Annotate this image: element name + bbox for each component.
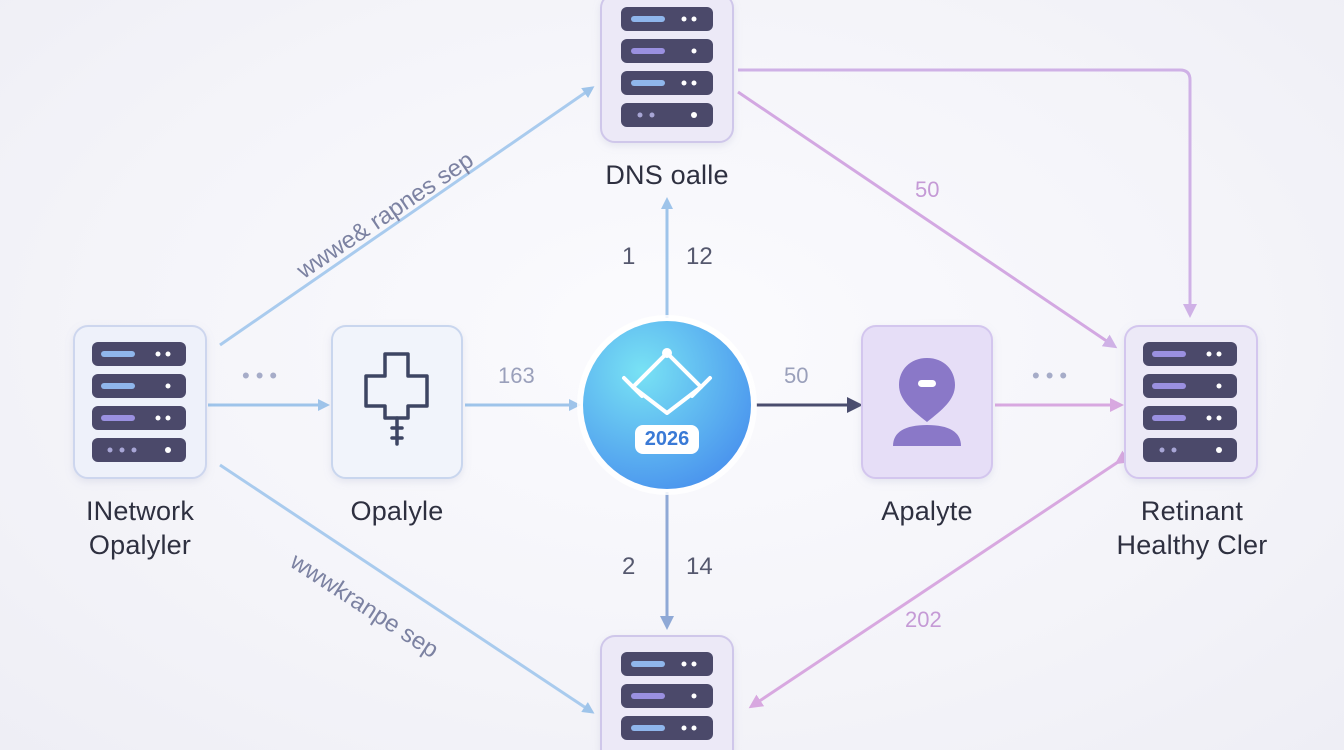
network-label-line2: Opalyler	[88, 530, 192, 560]
node-network-server[interactable]	[73, 325, 207, 479]
edge-label-hub-dns-left: 1	[622, 243, 636, 270]
network-label-line1: INetwork	[85, 496, 195, 526]
user-pin-icon	[893, 358, 961, 446]
edge-label-hub-dns-right: 12	[686, 243, 713, 270]
dns-label: DNS oalle	[567, 158, 767, 192]
edge-dns-to-retinant-elbow	[738, 68, 1197, 318]
node-dns-server[interactable]	[600, 0, 734, 143]
edge-network-to-bottom	[219, 463, 595, 714]
retinant-label: Retinant Healthy Cler	[1082, 494, 1302, 562]
edge-label-hub-apalyte: 50	[784, 363, 809, 388]
dns-label-text: DNS oalle	[605, 160, 729, 190]
edge-network-to-dns	[219, 86, 595, 347]
apalyte-label: Apalyte	[827, 494, 1027, 528]
edge-label-hub-bottom-left: 2	[622, 553, 636, 580]
diamond-link-icon	[622, 348, 712, 415]
opalyle-label: Opalyle	[297, 494, 497, 528]
plug-icon	[364, 352, 429, 446]
edge-label-dns-retinant: 50	[915, 177, 940, 202]
retinant-label-line1: Retinant	[1140, 496, 1244, 526]
edge-label-hub-bottom-right: 14	[686, 553, 713, 580]
network-label: INetwork Opalyler	[40, 494, 240, 562]
node-bottom-server[interactable]	[600, 635, 734, 750]
edge-retinant-to-bottom	[748, 450, 1131, 709]
node-opalyle[interactable]	[331, 325, 463, 479]
opalyle-label-text: Opalyle	[350, 496, 444, 526]
node-hub[interactable]	[577, 315, 757, 495]
edge-label-retinant-bottom: 202	[905, 607, 942, 632]
edge-dots-apalyte-retinant: •••	[1032, 363, 1074, 388]
server-rack-icon	[1143, 342, 1237, 462]
apalyte-label-text: Apalyte	[881, 496, 973, 526]
server-rack-icon	[621, 652, 713, 740]
edge-dns-to-retinant-diagonal	[737, 90, 1118, 349]
edge-dots-network-opalyle: •••	[242, 363, 284, 388]
retinant-label-line2: Healthy Cler	[1116, 530, 1268, 560]
server-rack-icon	[621, 7, 713, 127]
hub-year-badge: 2026	[635, 425, 699, 454]
node-retinant-server[interactable]	[1124, 325, 1258, 479]
node-apalyte[interactable]	[861, 325, 993, 479]
edge-label-opalyle-hub: 163	[498, 363, 535, 388]
server-rack-icon	[92, 342, 186, 462]
